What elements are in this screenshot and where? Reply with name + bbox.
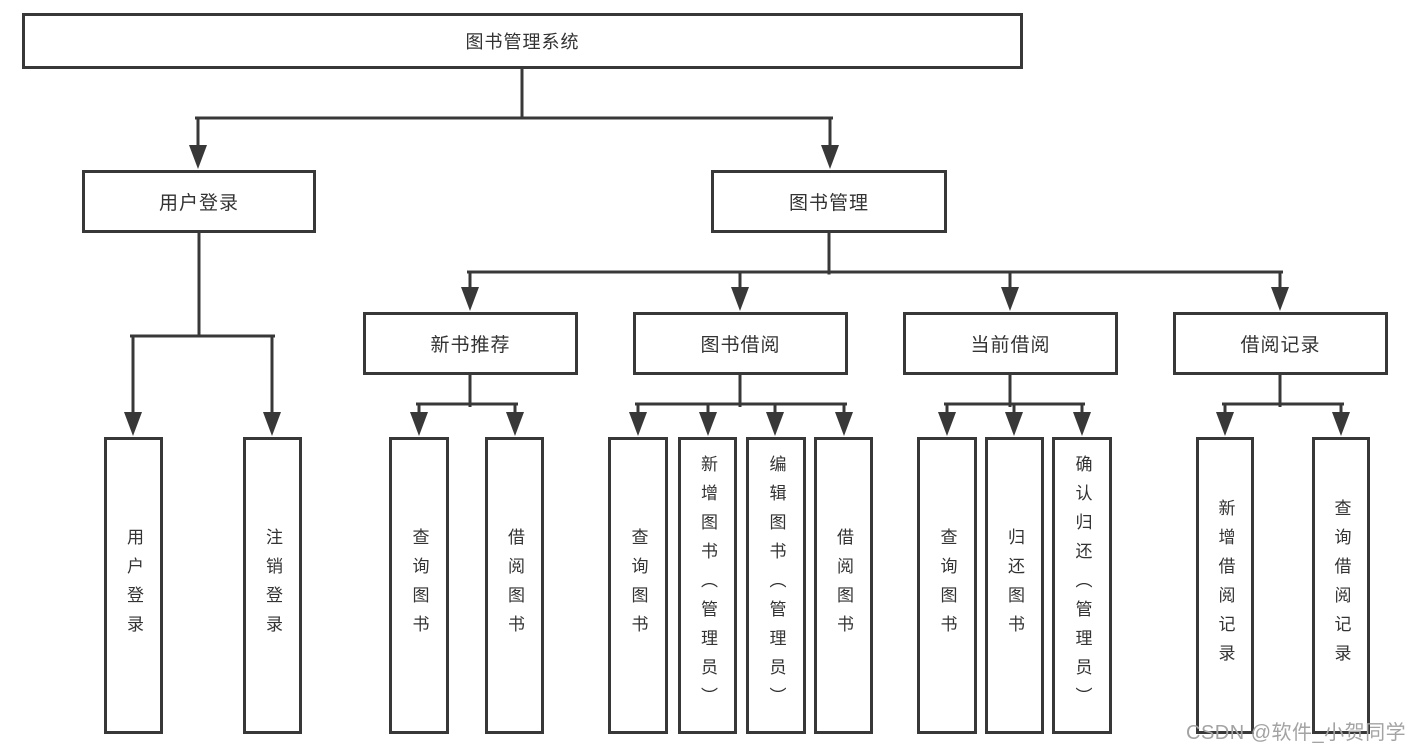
leaf-confirm-return-admin: 确认归还（管理员）: [1052, 437, 1112, 734]
node-label: 图书借阅: [700, 335, 781, 356]
node-book-borrowing: 图书借阅: [633, 312, 848, 375]
node-label: 当前借阅: [970, 335, 1051, 356]
leaf-logout: 注销登录: [243, 437, 302, 734]
leaf-query-books-recommend: 查询图书: [389, 437, 449, 734]
node-label: 图书管理系统: [465, 32, 580, 52]
node-label: 新增借阅记录: [1215, 498, 1235, 673]
leaf-query-books-current: 查询图书: [917, 437, 977, 734]
leaf-borrow-books-borrowing: 借阅图书: [814, 437, 873, 734]
node-label: 新书推荐: [430, 335, 511, 356]
node-label: 查询图书: [937, 527, 957, 644]
node-label: 查询图书: [628, 527, 648, 644]
node-label: 新增图书（管理员）: [698, 455, 717, 716]
leaf-query-borrow-record: 查询借阅记录: [1312, 437, 1370, 734]
node-label: 查询图书: [409, 527, 429, 644]
node-library-management-system: 图书管理系统: [22, 13, 1023, 69]
node-label: 确认归还（管理员）: [1072, 455, 1092, 716]
node-label: 借阅记录: [1240, 335, 1321, 356]
node-label: 借阅图书: [505, 527, 524, 644]
node-label: 归还图书: [1005, 527, 1024, 644]
csdn-watermark: CSDN @软件_小贺同学: [1186, 722, 1405, 744]
leaf-add-book-admin: 新增图书（管理员）: [678, 437, 737, 734]
node-borrowing-records: 借阅记录: [1173, 312, 1388, 375]
leaf-borrow-books-recommend: 借阅图书: [485, 437, 544, 734]
leaf-user-login: 用户登录: [104, 437, 163, 734]
node-new-book-recommendation: 新书推荐: [363, 312, 578, 375]
leaf-edit-book-admin: 编辑图书（管理员）: [746, 437, 806, 734]
node-user-login: 用户登录: [82, 170, 316, 233]
leaf-return-books: 归还图书: [985, 437, 1044, 734]
node-label: 借阅图书: [834, 527, 853, 644]
node-label: 图书管理: [788, 193, 869, 214]
node-label: 用户登录: [124, 527, 143, 644]
leaf-add-borrow-record: 新增借阅记录: [1196, 437, 1254, 734]
node-label: 注销登录: [263, 527, 282, 644]
node-label: 用户登录: [158, 193, 239, 214]
node-book-management: 图书管理: [711, 170, 947, 233]
node-label: 查询借阅记录: [1331, 498, 1351, 673]
leaf-query-books-borrowing: 查询图书: [608, 437, 668, 734]
arrowheads: [124, 145, 1350, 436]
node-label: 编辑图书（管理员）: [766, 455, 786, 716]
node-current-borrowing: 当前借阅: [903, 312, 1118, 375]
